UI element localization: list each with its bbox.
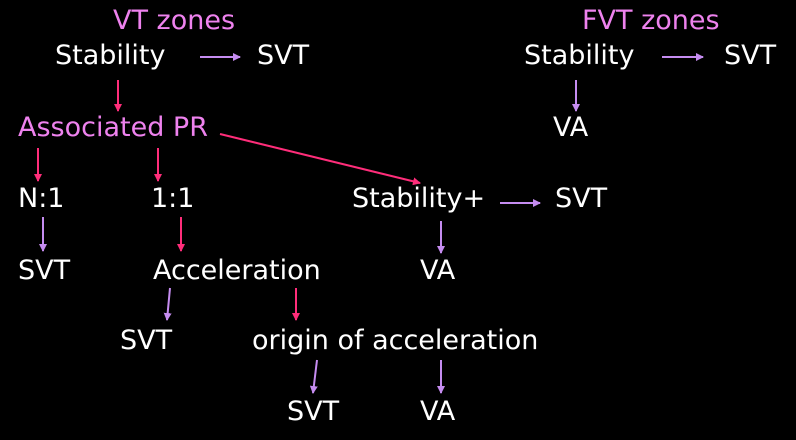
- arrow-acceleration-to-svt: [163, 287, 172, 321]
- fvt-stability-svt-label: SVT: [724, 40, 777, 71]
- origin-va-label: VA: [420, 396, 456, 427]
- stability-plus-va-label: VA: [420, 255, 456, 286]
- arrow-associated-pr-to-stability-plus: [219, 133, 421, 186]
- arrow-origin-to-svt: [309, 359, 318, 394]
- acceleration-label: Acceleration: [153, 255, 321, 286]
- origin-of-acceleration-label: origin of acceleration: [252, 325, 539, 356]
- fvt-stability-label: Stability: [524, 40, 635, 71]
- fvt-va-label: VA: [553, 112, 589, 143]
- vt-zones-heading: VT zones: [113, 5, 236, 36]
- n1-svt-label: SVT: [18, 255, 71, 286]
- stability-plus-svt-label: SVT: [555, 183, 608, 214]
- associated-pr-label: Associated PR: [18, 112, 208, 143]
- origin-svt-label: SVT: [287, 396, 340, 427]
- vt-stability-svt-label: SVT: [257, 40, 310, 71]
- fvt-zones-heading: FVT zones: [582, 5, 720, 36]
- n1-label: N:1: [18, 183, 65, 214]
- vt-stability-label: Stability: [55, 40, 166, 71]
- one-to-one-label: 1:1: [151, 183, 195, 214]
- stability-plus-label: Stability+: [352, 183, 486, 214]
- acceleration-svt-label: SVT: [120, 325, 173, 356]
